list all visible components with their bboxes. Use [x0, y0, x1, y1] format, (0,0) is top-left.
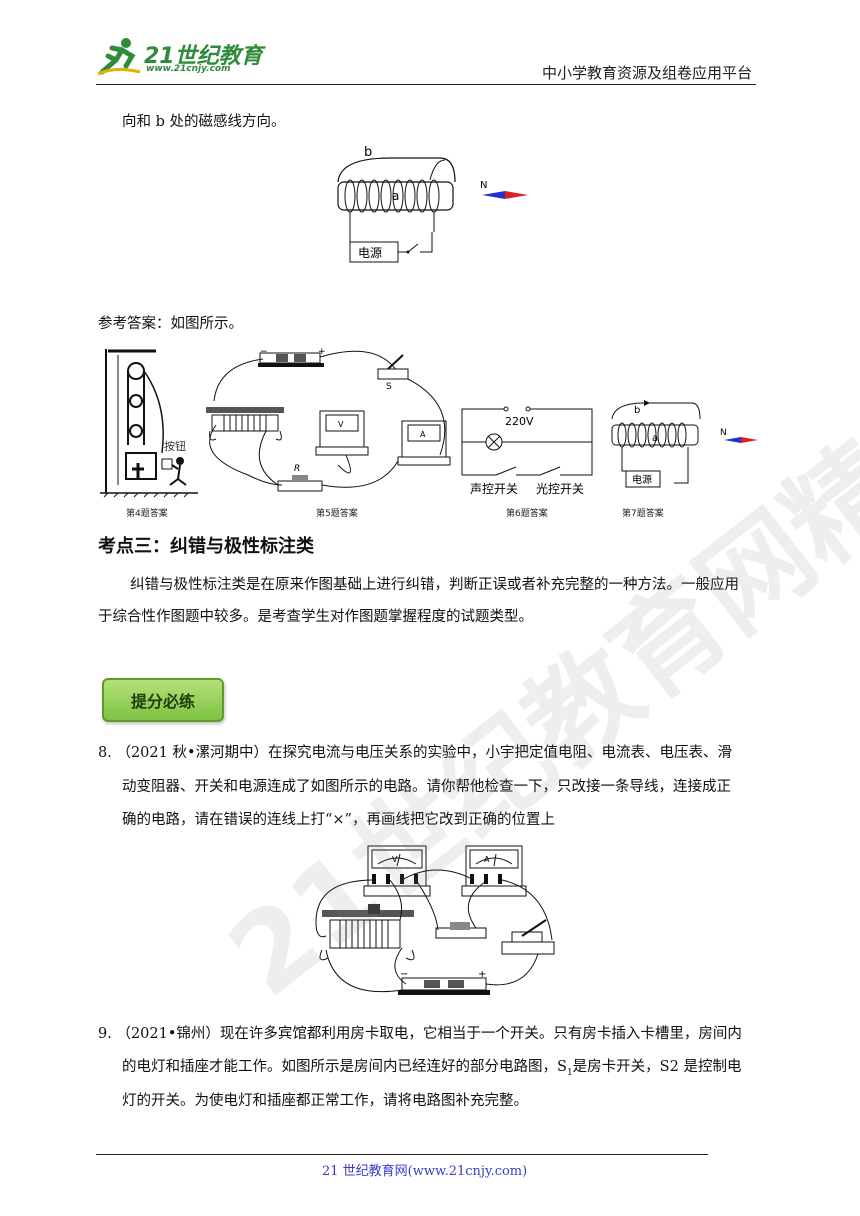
q5-s-label: S	[386, 382, 392, 392]
header-logo: 21世纪教育 www.21cnjy.com	[96, 36, 266, 80]
figure-solenoid: b a 电源 N	[337, 145, 528, 263]
svg-text:−: −	[260, 347, 268, 357]
q5-v-label: V	[338, 420, 344, 429]
header-divider	[96, 84, 756, 85]
compass-red-half	[505, 191, 528, 199]
q8-voltmeter-label: V	[392, 855, 398, 864]
svg-text:−: −	[400, 969, 408, 980]
q6-circuit-figure: 220V 声控开关 光控开关	[461, 406, 593, 496]
caption-q5: 第5题答案	[316, 509, 358, 519]
footer-divider	[96, 1154, 708, 1155]
q4-button-label: 按钮	[164, 439, 186, 453]
fig1-label-a: a	[392, 189, 399, 203]
svg-text:+: +	[478, 969, 486, 980]
q6-voltage: 220V	[505, 415, 534, 428]
fig1-label-b: b	[364, 145, 372, 160]
section3-para-line2: 于综合性作图题中较多。是考查学生对作图题掌握程度的试题类型。	[98, 609, 533, 625]
q8-circuit-figure: V A − +	[315, 845, 555, 995]
q8-line1: 8. （2021 秋•漯河期中）在探究电流与电压关系的实验中，小宇把定值电阻、电…	[98, 745, 733, 761]
svg-text:+: +	[318, 347, 326, 357]
q6-switch2-label: 光控开关	[536, 482, 584, 496]
q9-line1: 9. （2021•锦州）现在许多宾馆都利用房卡取电，它相当于一个开关。只有房卡插…	[98, 1026, 742, 1042]
q7-power-label: 电源	[632, 473, 652, 486]
q9-line2-text: 的电灯和插座才能工作。如图所示是房间内已经连好的部分电路图，S	[122, 1059, 567, 1075]
q5-a-label: A	[420, 430, 426, 439]
caption-q7: 第7题答案	[622, 509, 664, 519]
caption-q4: 第4题答案	[126, 509, 168, 519]
header-right-text: 中小学教育资源及组卷应用平台	[542, 64, 753, 82]
logo-url: www.21cnjy.com	[146, 64, 231, 74]
section3-title: 考点三：纠错与极性标注类	[98, 536, 314, 557]
q7-label-a: a	[652, 433, 658, 444]
q8-ammeter-label: A	[484, 855, 490, 864]
q9-line2: 的电灯和插座才能工作。如图所示是房间内已经连好的部分电路图，S1是房卡开关，S2…	[122, 1051, 741, 1089]
compass-blue-half	[482, 191, 505, 199]
q4-elevator-figure: 按钮	[100, 349, 198, 498]
q8-line2: 动变阻器、开关和电源连成了如图所示的电路。请你帮他检查一下，只改接一条导线，连接…	[122, 779, 731, 795]
q6-switch1-label: 声控开关	[470, 482, 518, 496]
q9-line3: 灯的开关。为使电灯和插座都正常工作，请将电路图补充完整。	[122, 1093, 528, 1109]
logo-text: 21世纪教育	[144, 44, 263, 69]
section3-para-line1: 纠错与极性标注类是在原来作图基础上进行纠错，判断正误或者补充完整的一种方法。一般…	[130, 577, 739, 593]
answer-line: 参考答案：如图所示。	[98, 316, 243, 332]
runner-logo-icon	[97, 38, 141, 76]
caption-q6: 第6题答案	[506, 509, 548, 519]
answer-figures: 按钮 + − S V A R	[100, 347, 758, 498]
practice-badge: 提分必练	[102, 678, 224, 722]
q7-label-n: N	[720, 428, 727, 438]
q7-solenoid-figure: b a 电源 N	[611, 400, 758, 488]
q7-label-b: b	[634, 405, 640, 416]
q9-line2-sub: 1	[566, 1067, 573, 1078]
q5-circuit-figure: + − S V A R	[206, 347, 451, 492]
q9-line2-rest: 是房卡开关，S2 是控制电	[572, 1059, 742, 1075]
fig1-label-n: N	[480, 180, 487, 191]
intro-line: 向和 b 处的磁感线方向。	[122, 114, 286, 130]
q5-r-label: R	[294, 464, 300, 474]
q8-line3: 确的电路，请在错误的连线上打“×”，再画线把它改到正确的位置上	[122, 812, 555, 828]
footer-link[interactable]: 21 世纪教育网(www.21cnjy.com)	[322, 1164, 528, 1179]
fig1-power-label: 电源	[358, 246, 382, 260]
